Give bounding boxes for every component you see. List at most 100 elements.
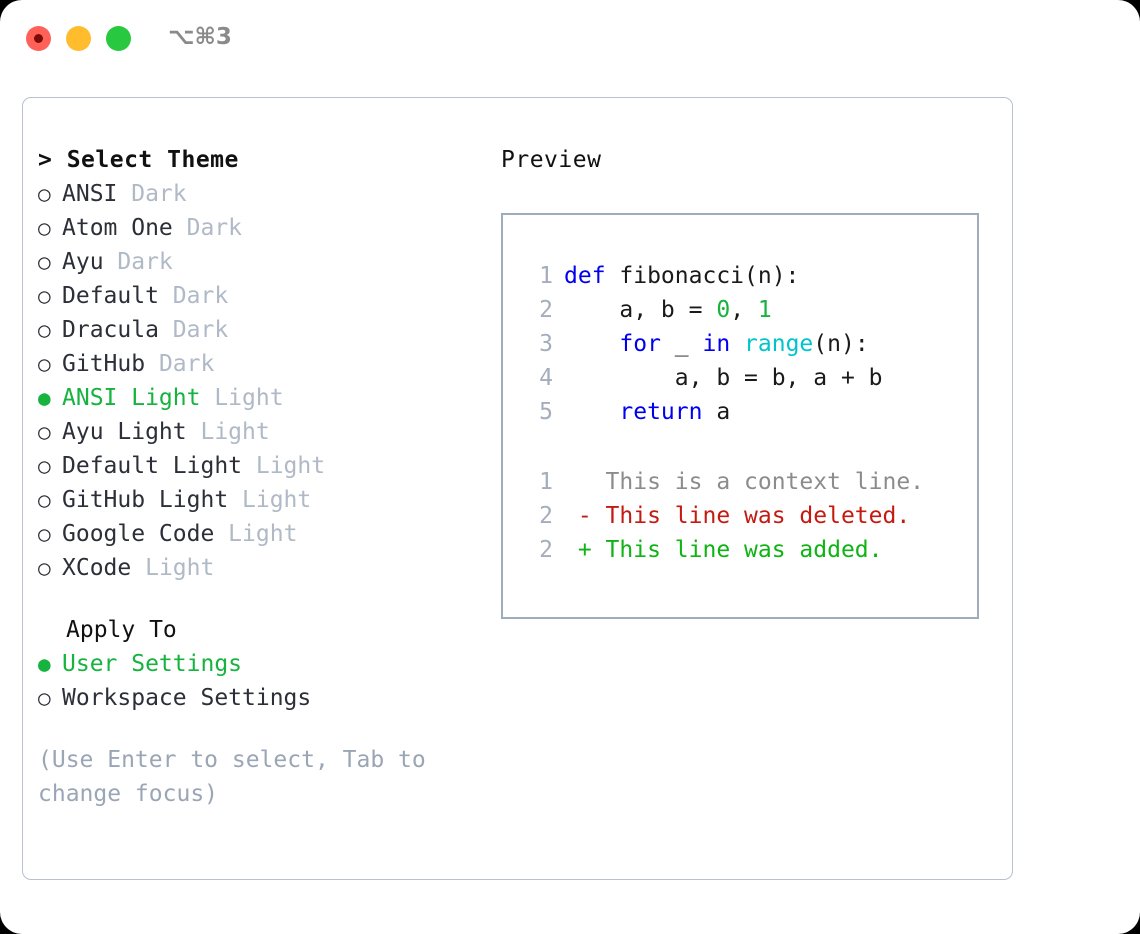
main-card: > Select Theme ○ANSI Dark○Atom One Dark○… <box>22 97 1013 880</box>
minimize-icon[interactable] <box>66 26 91 51</box>
diff-line: 2 + This line was added. <box>525 533 977 567</box>
radio-unselected-icon[interactable]: ○ <box>38 420 51 444</box>
line-number: 3 <box>539 331 553 357</box>
theme-list-item[interactable]: ○ Default Dark <box>38 279 488 313</box>
theme-list: ○ANSI Dark○Atom One Dark○Ayu Dark○Defaul… <box>38 177 488 585</box>
radio-unselected-icon[interactable]: ○ <box>38 488 51 512</box>
code-token: (n): <box>813 331 869 357</box>
code-token: def <box>564 263 606 289</box>
theme-name: Google Code <box>62 521 215 547</box>
code-token: a <box>702 399 731 425</box>
code-line: 4 a, b = b, a + b <box>525 361 977 395</box>
radio-selected-icon[interactable]: ● <box>38 652 51 676</box>
theme-category: Dark <box>145 351 215 377</box>
close-icon[interactable] <box>26 26 51 51</box>
theme-list-item[interactable]: ○ XCode Light <box>38 551 488 585</box>
code-token: for <box>619 331 661 357</box>
theme-name: Ayu Light <box>62 419 187 445</box>
code-token: 0 <box>716 297 731 323</box>
theme-name: Atom One <box>62 215 173 241</box>
theme-category: Light <box>200 385 284 411</box>
theme-category: Dark <box>158 317 229 343</box>
code-token: in <box>702 331 731 357</box>
theme-name: Default <box>62 283 159 309</box>
theme-category: Dark <box>103 249 173 275</box>
diff-sample: 1 This is a context line.2 - This line w… <box>525 465 977 567</box>
theme-list-item[interactable]: ○ Atom One Dark <box>38 211 488 245</box>
radio-unselected-icon[interactable]: ○ <box>38 454 51 478</box>
theme-category: Light <box>131 555 215 581</box>
radio-unselected-icon[interactable]: ○ <box>38 318 51 342</box>
radio-unselected-icon[interactable]: ○ <box>38 352 51 376</box>
theme-list-item[interactable]: ● ANSI Light Light <box>38 381 488 415</box>
theme-list-item[interactable]: ○ GitHub Dark <box>38 347 488 381</box>
theme-category: Light <box>186 419 270 445</box>
code-token: fibonacci(n): <box>605 263 800 289</box>
radio-selected-icon[interactable]: ● <box>38 386 51 410</box>
radio-unselected-icon[interactable]: ○ <box>38 686 51 710</box>
code-token <box>730 331 744 357</box>
radio-unselected-icon[interactable]: ○ <box>38 556 51 580</box>
code-token: 1 <box>757 297 772 323</box>
radio-unselected-icon[interactable]: ○ <box>38 182 51 206</box>
code-token <box>564 399 619 425</box>
theme-category: Light <box>228 487 312 513</box>
diff-text: - This line was deleted. <box>564 503 911 529</box>
apply-to-list: ● User Settings ○ Workspace Settings <box>38 647 488 715</box>
radio-unselected-icon[interactable]: ○ <box>38 284 51 308</box>
apply-to-option[interactable]: ● User Settings <box>38 647 488 681</box>
theme-picker-panel: > Select Theme ○ANSI Dark○Atom One Dark○… <box>38 143 488 811</box>
page-title: > Select Theme <box>38 147 239 173</box>
spacer <box>525 429 977 465</box>
radio-unselected-icon[interactable]: ○ <box>38 216 51 240</box>
apply-to-label: Apply To <box>66 617 177 643</box>
theme-name: ANSI Light <box>62 385 201 411</box>
theme-category: Dark <box>172 215 243 241</box>
theme-list-item[interactable]: ○ ANSI Dark <box>38 177 488 211</box>
code-line: 5 return a <box>525 395 977 429</box>
theme-list-item[interactable]: ○ Google Code Light <box>38 517 488 551</box>
theme-list-item[interactable]: ○ GitHub Light Light <box>38 483 488 517</box>
diff-line: 2 - This line was deleted. <box>525 499 977 533</box>
code-token <box>564 331 619 357</box>
code-token: return <box>619 399 703 425</box>
theme-name: GitHub Light <box>62 487 229 513</box>
line-number: 1 <box>539 263 553 289</box>
code-token: range <box>744 331 814 357</box>
apply-to-option[interactable]: ○ Workspace Settings <box>38 681 488 715</box>
theme-name: Dracula <box>62 317 159 343</box>
line-number: 2 <box>539 503 553 529</box>
theme-list-item[interactable]: ○Default Light Light <box>38 449 488 483</box>
preview-title: Preview <box>501 147 602 173</box>
theme-name: XCode <box>62 555 132 581</box>
theme-category: Dark <box>117 181 187 207</box>
code-line: 2 a, b = 0, 1 <box>525 293 977 327</box>
radio-unselected-icon[interactable]: ○ <box>38 522 51 546</box>
theme-list-item[interactable]: ○ Dracula Dark <box>38 313 488 347</box>
theme-category: Dark <box>158 283 229 309</box>
code-token: a, b = b, a + b <box>564 365 883 391</box>
theme-name: GitHub <box>62 351 146 377</box>
theme-category: Light <box>214 521 298 547</box>
code-token: , <box>730 297 758 323</box>
line-number: 4 <box>539 365 553 391</box>
radio-unselected-icon[interactable]: ○ <box>38 250 51 274</box>
code-line: 3 for _ in range(n): <box>525 327 977 361</box>
theme-list-item[interactable]: ○ Ayu Light Light <box>38 415 488 449</box>
apply-to-option-label: User Settings <box>62 651 243 677</box>
maximize-icon[interactable] <box>106 26 131 51</box>
apply-to-option-label: Workspace Settings <box>62 685 312 711</box>
diff-line: 1 This is a context line. <box>525 465 977 499</box>
line-number: 2 <box>539 537 553 563</box>
line-number: 5 <box>539 399 553 425</box>
code-token: _ <box>660 331 703 357</box>
theme-name: ANSI <box>62 181 118 207</box>
code-line: 1 def fibonacci(n): <box>525 259 977 293</box>
theme-list-item[interactable]: ○Ayu Dark <box>38 245 488 279</box>
diff-text: This is a context line. <box>564 469 925 495</box>
diff-text: + This line was added. <box>564 537 883 563</box>
code-token: a, b = <box>564 297 717 323</box>
